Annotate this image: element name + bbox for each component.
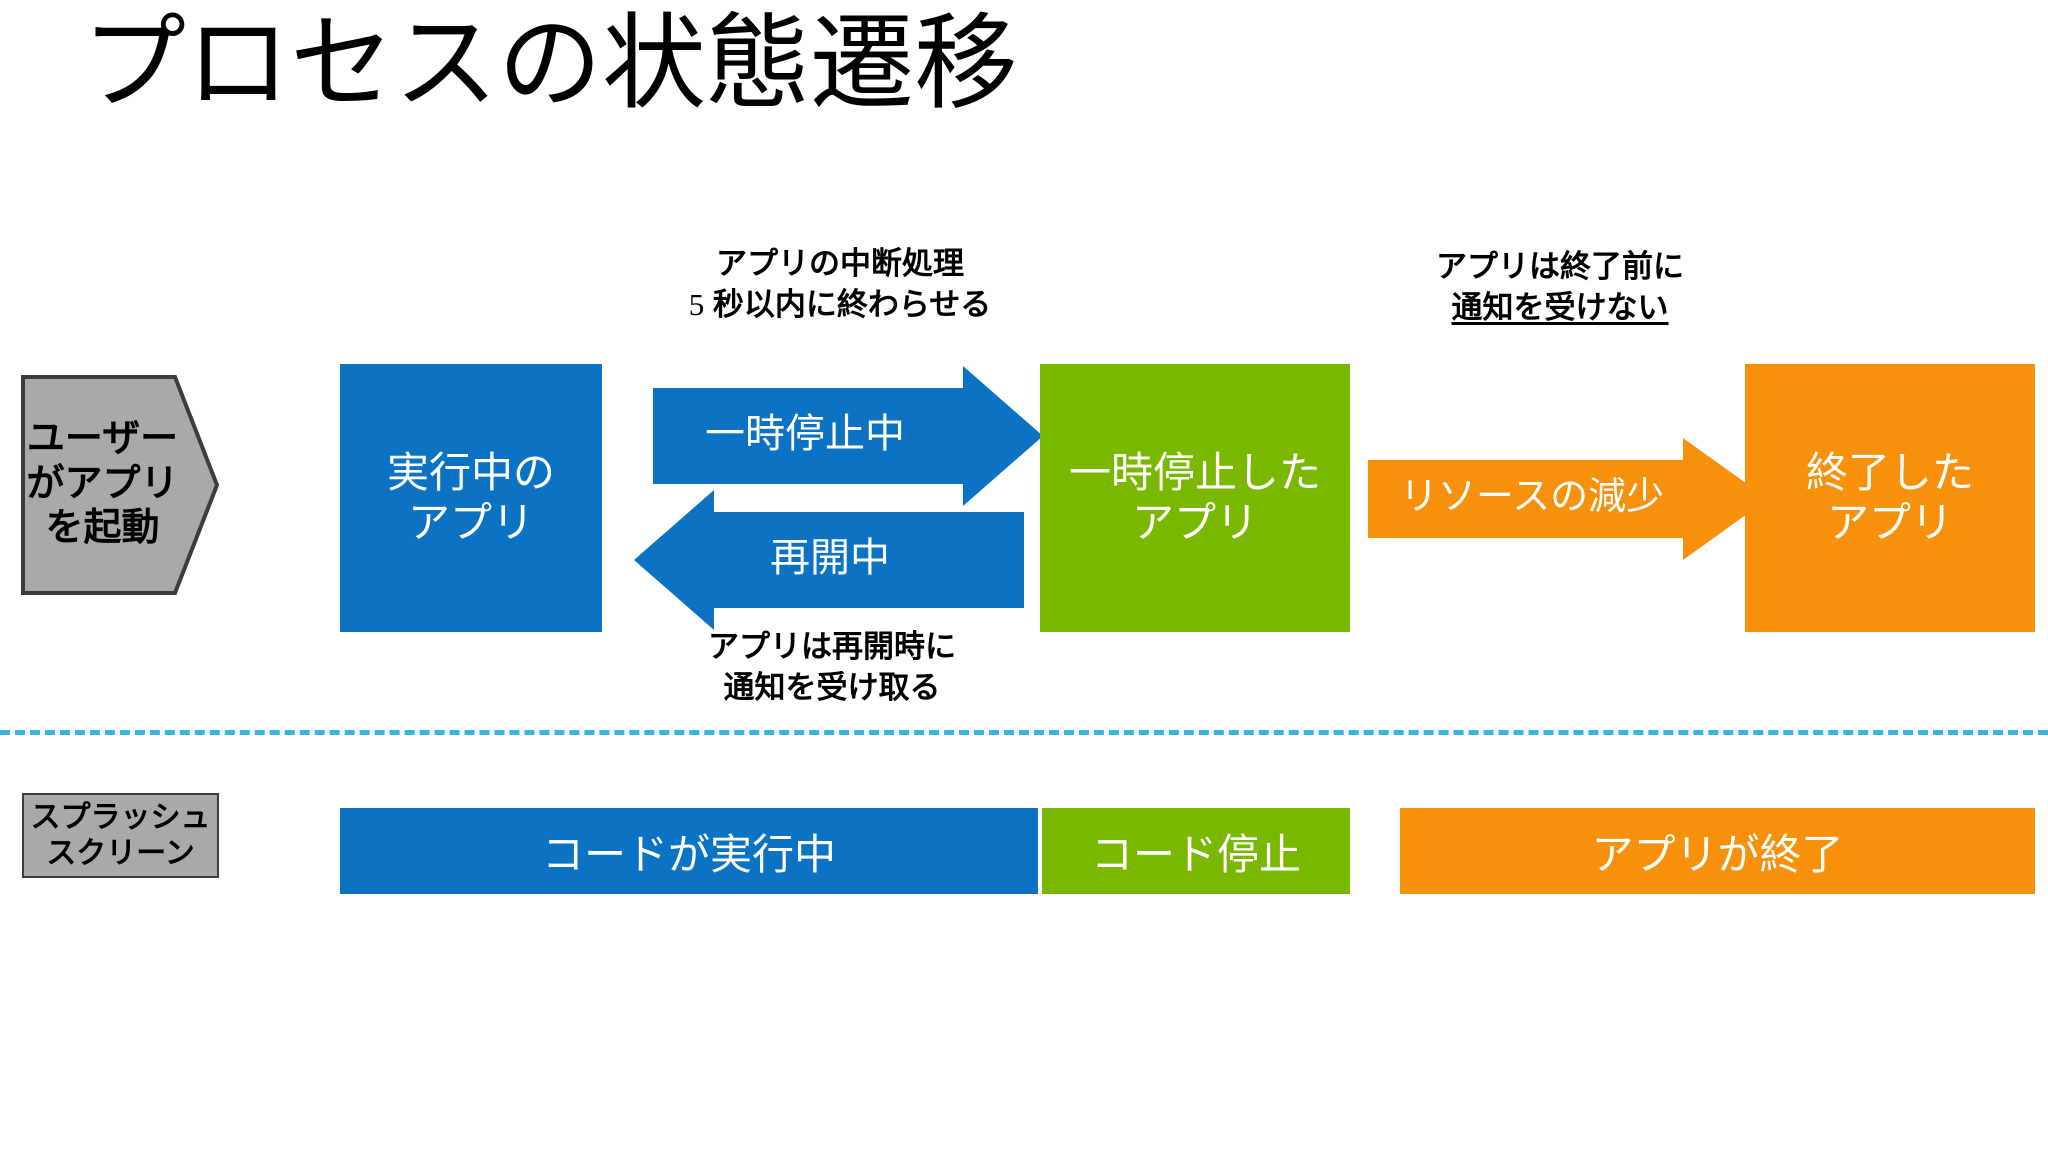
caption-terminate-line2: 通知を受けない [1451,289,1669,325]
caption-resume-line2: 通知を受け取る [723,669,941,705]
entry-tag-line2: がアプリ [26,462,179,505]
caption-suspend-seconds: 5 [688,286,705,322]
state-running-line2: アプリ [407,499,534,546]
transition-arrow-suspending-shape [653,366,1043,506]
phase-bar-app-ended-label: アプリが終了 [1591,830,1844,878]
state-box-suspended: 一時停止した アプリ [1040,364,1350,632]
section-divider [0,730,2048,735]
state-suspended-line1: 一時停止した [1068,449,1321,497]
transition-arrow-suspending: 一時停止中 [653,366,1043,506]
transition-label-resuming: 再開中 [770,536,890,580]
transition-arrow-reclaim-shape [1368,438,1768,560]
page-title: プロセスの状態遷移 [82,6,1019,122]
transition-label-suspending: 一時停止中 [705,412,905,456]
splash-screen-tag: スプラッシュ スクリーン [22,793,219,878]
caption-suspend-line2: 5 秒以内に終わらせる [650,285,1030,326]
splash-tag-line1: スプラッシュ [30,801,211,835]
state-terminated-line2: アプリ [1826,499,1953,546]
caption-terminate-line1: アプリは終了前に [1436,249,1684,284]
transition-arrow-resuming: 再開中 [634,490,1024,630]
phase-bar-code-stopped-label: コード停止 [1090,830,1301,878]
caption-resume-note: アプリは再開時に 通知を受け取る [652,627,1012,709]
transition-arrow-resuming-shape [634,490,1024,630]
state-box-terminated: 終了した アプリ [1745,364,2035,632]
entry-tag-user-launches-app: ユーザー がアプリ を起動 [22,376,217,592]
caption-terminate-note: アプリは終了前に 通知を受けない [1400,247,1720,329]
caption-resume-line1: アプリは再開時に [708,629,956,664]
phase-bar-code-running-label: コードが実行中 [541,830,836,878]
entry-tag-line1: ユーザー [26,417,179,460]
state-terminated-line1: 終了した [1805,449,1974,497]
state-box-running: 実行中の アプリ [340,364,602,632]
transition-label-reclaim: リソースの減少 [1400,476,1665,518]
phase-bar-app-ended: アプリが終了 [1400,808,2035,894]
phase-bar-code-running: コードが実行中 [340,808,1038,894]
transition-arrow-reclaim: リソースの減少 [1368,438,1768,560]
caption-suspend-line2-rest: 秒以内に終わらせる [712,286,992,322]
phase-bar-code-stopped: コード停止 [1042,808,1350,894]
entry-tag-line3: を起動 [45,507,160,550]
caption-suspend-line1: アプリの中断処理 [716,246,964,281]
caption-suspend-note: アプリの中断処理 5 秒以内に終わらせる [650,244,1030,326]
splash-tag-line2: スクリーン [46,836,195,870]
state-suspended-line2: アプリ [1131,499,1258,546]
state-running-line1: 実行中の [386,449,555,497]
